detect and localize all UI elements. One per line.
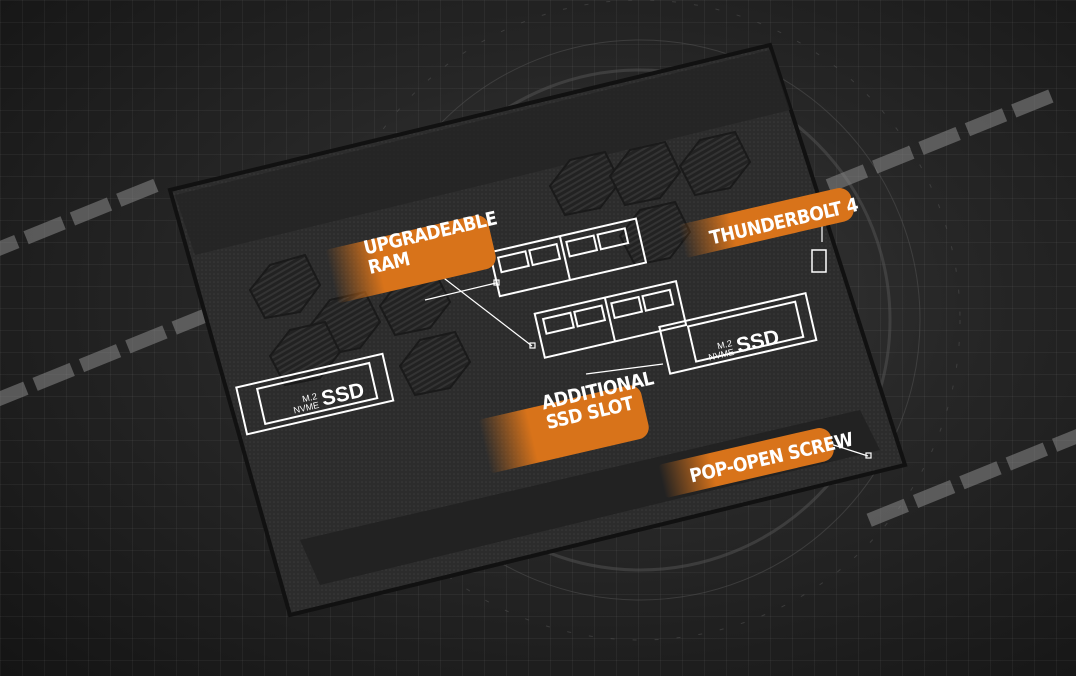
hex-pattern	[248, 130, 752, 397]
ram-module-icons	[488, 217, 688, 359]
rear-vents	[175, 50, 790, 255]
ssd-right-icon	[658, 291, 818, 375]
thunderbolt-port-icon	[811, 249, 827, 273]
ssd-left-icon	[235, 352, 395, 436]
